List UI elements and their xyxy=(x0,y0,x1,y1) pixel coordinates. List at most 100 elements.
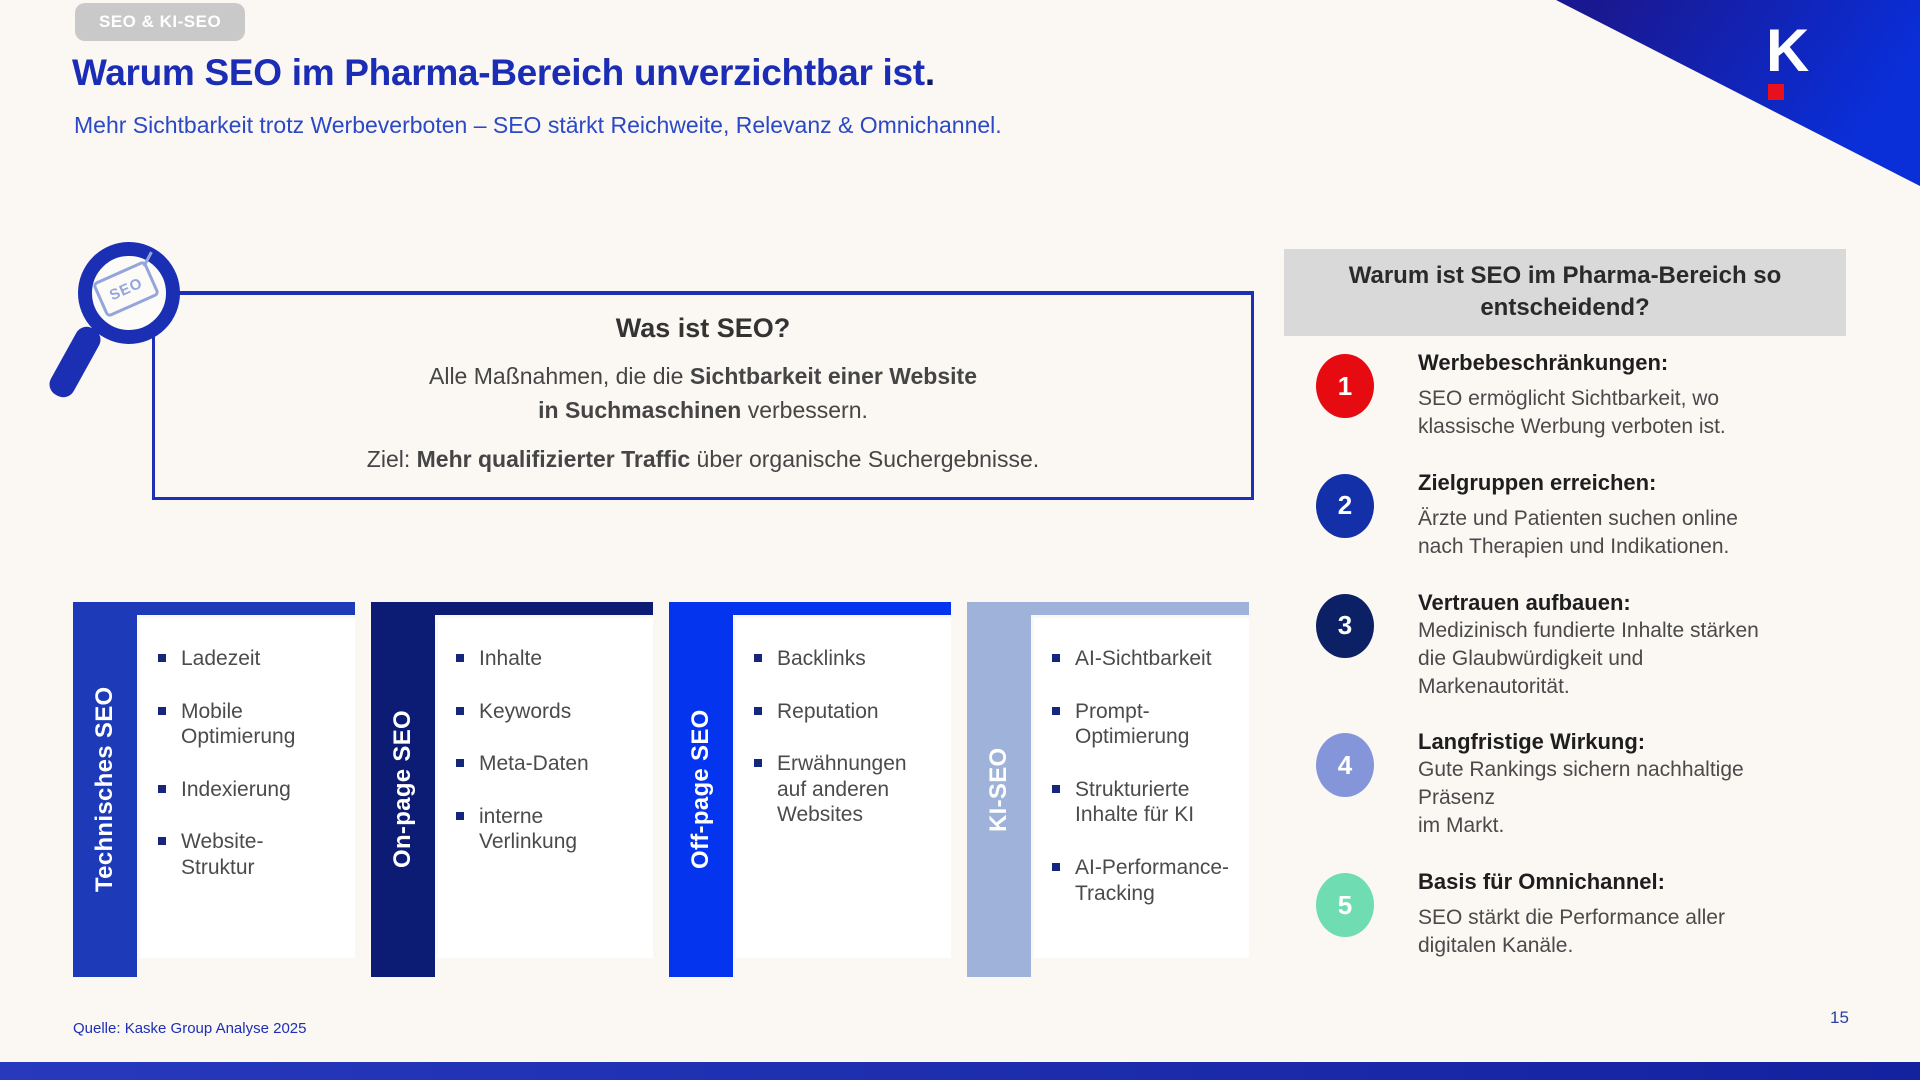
source-note: Quelle: Kaske Group Analyse 2025 xyxy=(73,1020,307,1037)
corner-triangle-decoration xyxy=(1556,0,1920,186)
column-top-bar xyxy=(669,602,951,615)
bullet-label: Ladezeit xyxy=(181,647,261,670)
column-label: On-page SEO xyxy=(389,710,416,869)
bullet-label: Mobile Optimierung xyxy=(181,699,296,749)
magnifier-icon-handle xyxy=(45,322,105,402)
reason-body: Medizinisch fundierte Inhalte stärken di… xyxy=(1418,618,1759,698)
reason-text: Vertrauen aufbauen: Medizinisch fundiert… xyxy=(1418,590,1759,701)
bullet-label: Website- Struktur xyxy=(181,830,264,880)
reason-title: Langfristige Wirkung: xyxy=(1418,729,1646,755)
square-bullet-icon xyxy=(1052,863,1060,872)
page-title-text: Warum SEO im Pharma-Bereich unverzichtba… xyxy=(72,52,925,93)
square-bullet-icon xyxy=(158,706,166,715)
column-bullet-item: AI-Sichtbarkeit xyxy=(1052,646,1249,672)
square-bullet-icon xyxy=(158,654,166,662)
page-subtitle: Mehr Sichtbarkeit trotz Werbeverboten – … xyxy=(74,112,1002,138)
seo-box-goal-line: Ziel: Mehr qualifizierter Traffic über o… xyxy=(366,446,1040,472)
column-bullet-item: Inhalte xyxy=(456,646,653,672)
column-bullet-item: interne Verlinkung xyxy=(456,804,653,855)
column-label: Off-page SEO xyxy=(687,709,714,870)
reason-title: Werbebeschränkungen: xyxy=(1418,350,1669,375)
seo-box-title: Was ist SEO? xyxy=(615,313,791,343)
reason-number-badge: 3 xyxy=(1316,593,1374,658)
bullet-label: Meta-Daten xyxy=(479,752,589,776)
bullet-label: Indexierung xyxy=(181,777,291,801)
bullet-label: AI-Performance- Tracking xyxy=(1075,856,1230,905)
square-bullet-icon xyxy=(754,706,762,715)
reason-number-badge: 4 xyxy=(1316,733,1374,798)
reasons-list: 1 Werbebeschränkungen: SEO ermöglicht Si… xyxy=(1284,350,1864,960)
column-bullet-item: Strukturierte Inhalte für KI xyxy=(1052,777,1249,828)
was-ist-seo-box: Was ist SEO? Alle Maßnahmen, die die Sic… xyxy=(152,291,1254,500)
reason-body: Ärzte und Patienten suchen online nach T… xyxy=(1418,506,1738,558)
reason-body: Gute Rankings sichern nachhaltige Präsen… xyxy=(1418,758,1744,838)
column-bullet-item: Ladezeit xyxy=(158,646,355,672)
column-side-bar xyxy=(73,602,137,977)
reason-number-badge: 1 xyxy=(1316,354,1374,418)
bullet-label: Keywords xyxy=(479,699,572,723)
column-bullet-item: Prompt- Optimierung xyxy=(1052,699,1249,750)
column-top-bar xyxy=(73,602,355,615)
reason-text: Langfristige Wirkung: Gute Rankings sich… xyxy=(1418,729,1744,840)
column-side-bar xyxy=(669,602,733,977)
square-bullet-icon xyxy=(754,759,762,768)
reason-item: 1 Werbebeschränkungen: SEO ermöglicht Si… xyxy=(1284,350,1864,441)
square-bullet-icon xyxy=(158,784,166,793)
reason-body: SEO stärkt die Performance aller digital… xyxy=(1418,906,1725,958)
bullet-label: Erwähnungen auf anderen Websites xyxy=(777,752,907,827)
column-top-bar xyxy=(967,602,1249,615)
column-bullet-item: Indexierung xyxy=(158,777,355,803)
seo-box-line-2: in Suchmaschinen verbessern. xyxy=(538,397,868,423)
square-bullet-icon xyxy=(754,654,762,662)
column-label: KI-SEO xyxy=(985,747,1012,832)
square-bullet-icon xyxy=(1052,784,1060,793)
seo-box-line-1: Alle Maßnahmen, die die Sichtbarkeit ein… xyxy=(429,363,977,389)
column-bullet-item: Erwähnungen auf anderen Websites xyxy=(754,751,951,828)
square-bullet-icon xyxy=(1052,706,1060,715)
reason-number-badge: 5 xyxy=(1316,873,1374,938)
column-bullet-item: Keywords xyxy=(456,699,653,725)
bullet-label: Reputation xyxy=(777,699,879,723)
reason-title: Vertrauen aufbauen: xyxy=(1418,589,1631,615)
kaske-logo: K xyxy=(1766,17,1810,84)
column-label: Technisches SEO xyxy=(91,686,118,893)
square-bullet-icon xyxy=(456,654,464,662)
column-top-bar xyxy=(371,602,653,615)
reason-item: 5 Basis für Omnichannel: SEO stärkt die … xyxy=(1284,869,1864,960)
reason-item: 2 Zielgruppen erreichen: Ärzte und Patie… xyxy=(1284,470,1864,561)
column-bullet-item: Mobile Optimierung xyxy=(158,699,355,750)
reason-text: Basis für Omnichannel: SEO stärkt die Pe… xyxy=(1418,869,1725,960)
column-bullet-item: Website- Struktur xyxy=(158,829,355,880)
square-bullet-icon xyxy=(158,837,166,846)
reason-text: Zielgruppen erreichen: Ärzte und Patient… xyxy=(1418,470,1738,561)
bullet-label: Strukturierte Inhalte für KI xyxy=(1075,777,1195,827)
kaske-logo-dot xyxy=(1768,84,1784,100)
page-number: 15 xyxy=(1830,1008,1849,1027)
square-bullet-icon xyxy=(1052,654,1060,662)
square-bullet-icon xyxy=(456,759,464,768)
column-side-bar xyxy=(967,602,1031,977)
column-bullet-item: Reputation xyxy=(754,699,951,725)
bottom-bar-decoration xyxy=(0,1062,1920,1080)
reason-item: 4 Langfristige Wirkung: Gute Rankings si… xyxy=(1284,729,1864,840)
bullet-label: interne Verlinkung xyxy=(479,804,578,854)
bullet-label: AI-Sichtbarkeit xyxy=(1075,647,1212,670)
topic-badge: SEO & KI-SEO xyxy=(75,3,246,41)
reason-title: Zielgruppen erreichen: xyxy=(1418,469,1657,495)
column-bullet-item: AI-Performance- Tracking xyxy=(1052,855,1249,906)
page-title-period: . xyxy=(924,52,935,93)
reason-item: 3 Vertrauen aufbauen: Medizinisch fundie… xyxy=(1284,590,1864,701)
reason-body: SEO ermöglicht Sichtbarkeit, wo klassisc… xyxy=(1418,387,1726,438)
reason-title: Basis für Omnichannel: xyxy=(1418,869,1665,895)
